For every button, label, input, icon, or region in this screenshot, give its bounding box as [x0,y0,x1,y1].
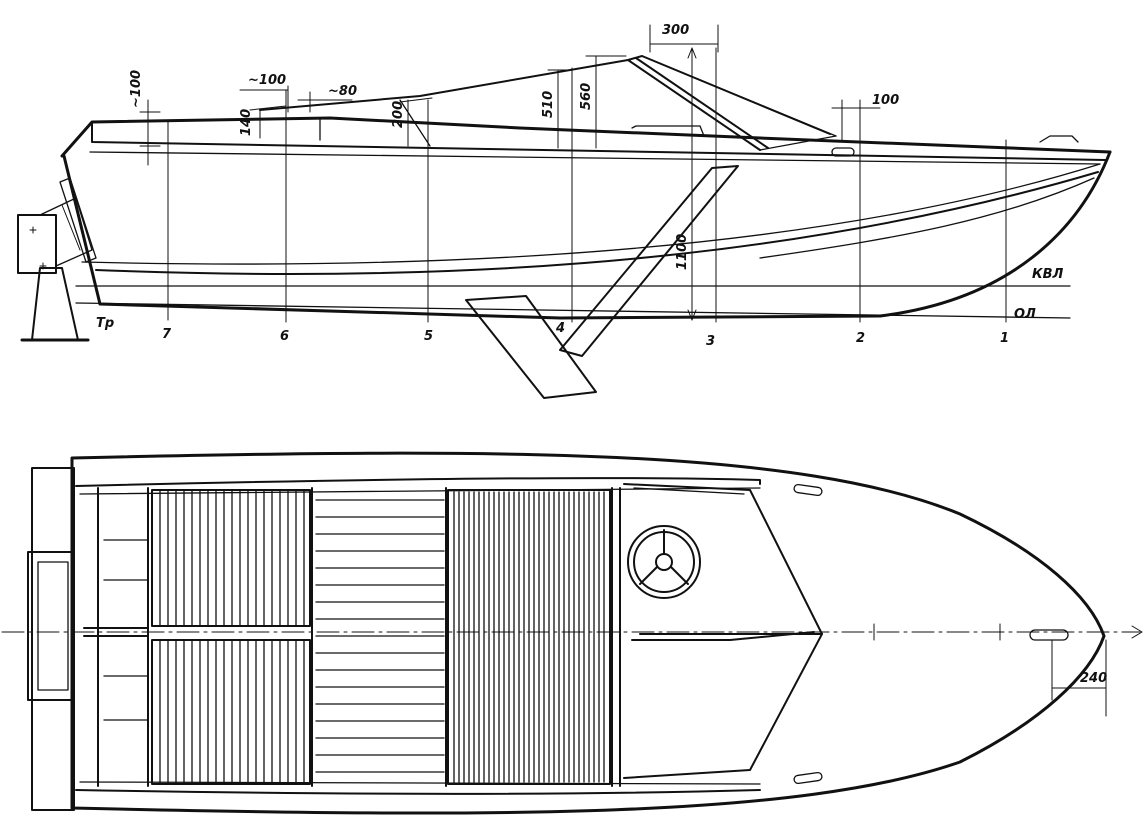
dim-80: ~80 [328,84,357,99]
hull-profile [60,116,1112,320]
station-7: 7 [162,327,172,342]
waterlines: КВЛ ОЛ [75,267,1071,322]
cabin-windshield [259,55,837,151]
dim-510: 510 [541,91,556,118]
grating-panel [151,489,311,627]
mid-seat [315,499,445,773]
dim-240-group: 240 [1051,639,1107,717]
dimension-lines [139,24,881,321]
motor-plan [27,467,75,811]
dim-100-aft: ~100 [129,70,144,108]
station-4: 4 [555,321,565,336]
ol-label: ОЛ [1014,307,1036,322]
station-lines [167,47,1007,323]
hull-outline [70,451,1106,815]
outboard-motor [17,177,97,342]
station-2: 2 [856,331,865,346]
station-3: 3 [706,334,715,349]
kvl-label: КВЛ [1032,267,1064,282]
grating-panel [447,489,611,785]
side-view: КВЛ ОЛ Тр 7 6 5 4 3 2 1 [17,23,1112,399]
steering-wheel-icon [627,525,701,599]
grating-panel [151,639,311,785]
station-labels: Тр 7 6 5 4 3 2 1 [96,316,1009,349]
station-1: 1 [1000,331,1009,346]
station-transom: Тр [96,316,114,331]
centerline [1,623,1143,641]
station-6: 6 [280,329,289,344]
dim-300: 300 [662,23,689,38]
plan-view: 240 [1,451,1143,815]
dimension-labels: ~100 140 ~100 ~80 200 510 560 300 1100 1… [129,23,899,270]
forward-grating [447,489,611,785]
dim-200: 200 [391,101,406,128]
cockpit-frames [83,487,621,787]
dim-1100: 1100 [675,234,690,270]
dim-560: 560 [579,83,594,110]
aft-grating [151,489,311,785]
hydrofoil-strut [465,165,739,399]
station-5: 5 [424,329,433,344]
cleats [793,483,1069,785]
dim-100-bow: 100 [872,93,899,108]
dim-140: 140 [239,109,254,136]
dim-240: 240 [1080,671,1107,686]
foredeck [623,483,823,779]
dim-100-deck: ~100 [248,73,286,88]
